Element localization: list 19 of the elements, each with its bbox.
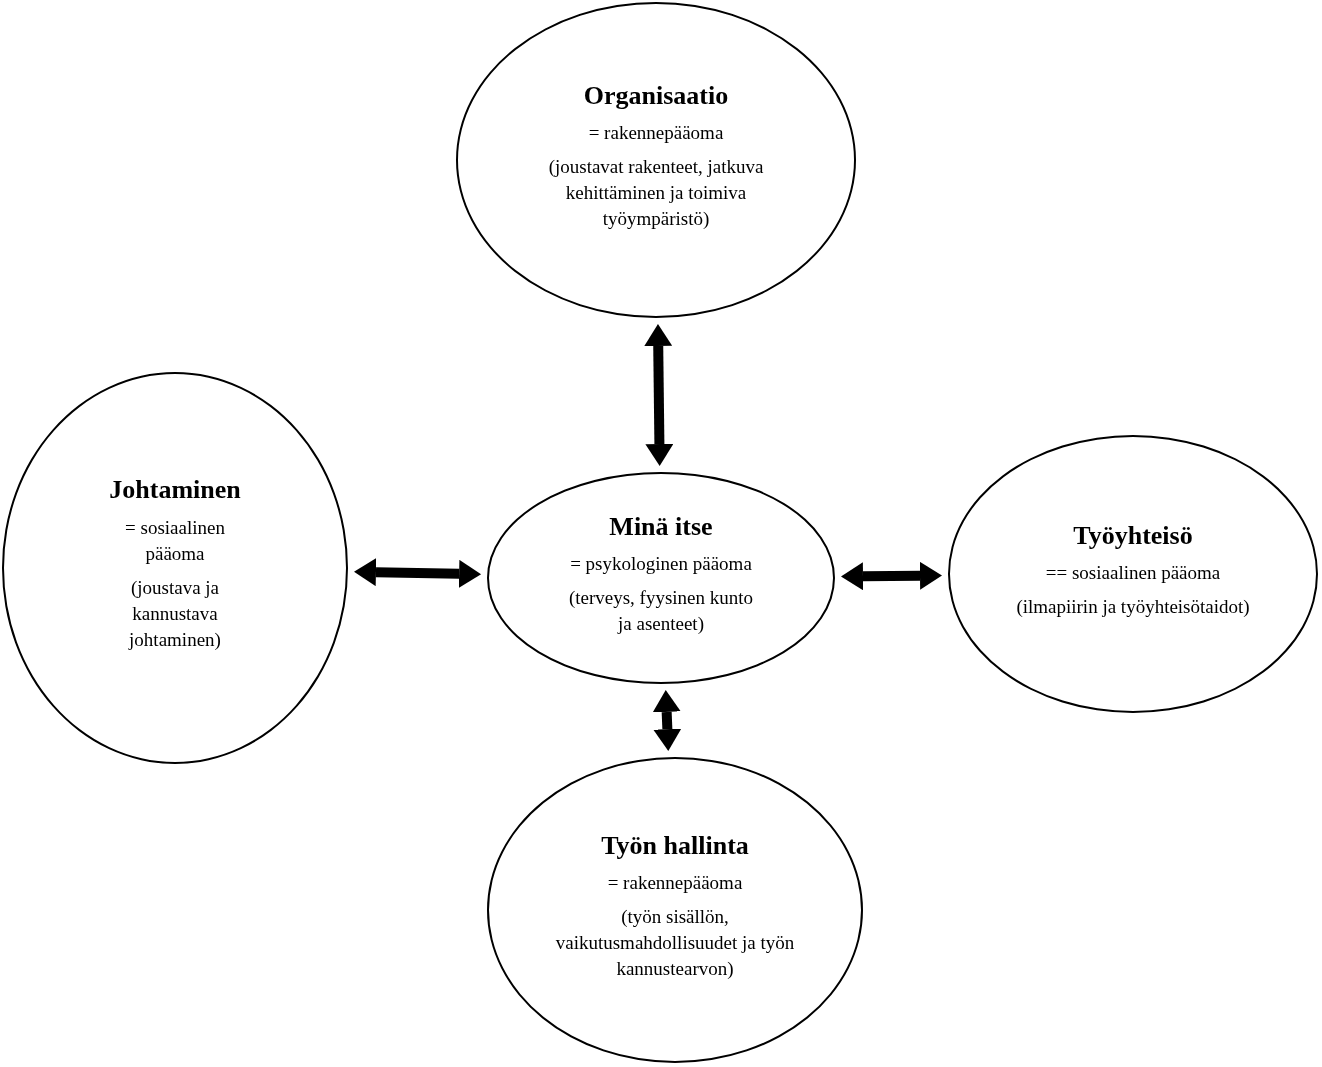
node-subtitle: = psykologinen pääoma (570, 552, 752, 577)
node-title: Minä itse (609, 510, 713, 543)
double-arrow (353, 558, 482, 588)
node-subtitle: = rakennepääoma (588, 121, 724, 145)
double-arrow (644, 324, 674, 466)
node-description: (joustavat rakenteet, jatkuva kehittäminen ja toimiva työympäristö) (547, 155, 765, 232)
node-title: Työyhteisö (1073, 519, 1193, 552)
node-description: (työn sisällön, vaikutusmahdollisuudet ja työn kannustearvon) (555, 905, 795, 982)
node-title: Johtaminen (109, 474, 241, 507)
node-title: Organisaatio (583, 79, 729, 112)
node-subtitle: = sosiaalinen pääoma (124, 515, 226, 567)
double-arrow (652, 689, 682, 752)
node-title: Työn hallinta (601, 829, 749, 862)
node-description: (terveys, fyysinen kunto ja asenteet) (567, 586, 755, 637)
node-description: (joustava ja kannustava johtaminen) (127, 576, 222, 653)
node-subtitle: == sosiaalinen pääoma (1045, 561, 1221, 586)
double-arrow (841, 561, 942, 591)
node-description: (ilmapiirin ja työyhteisötaidot) (1016, 595, 1250, 620)
node-subtitle: = rakennepääoma (607, 871, 743, 895)
